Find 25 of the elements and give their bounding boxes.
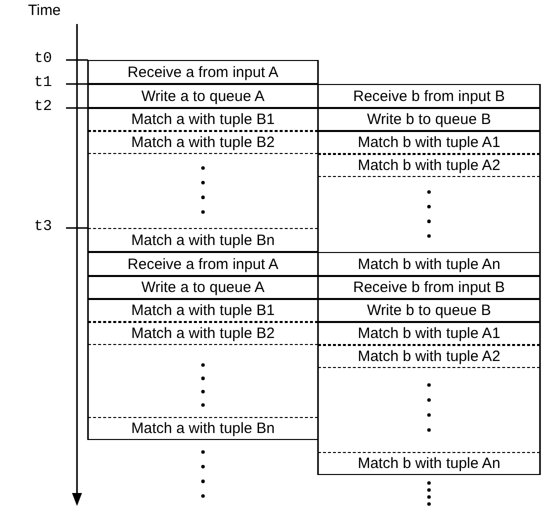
- process-step-box: Match b with tuple An: [318, 452, 540, 475]
- time-label: t3: [34, 218, 52, 235]
- process-step-box: Receive b from input B: [318, 276, 540, 299]
- process-step-box: Match b with tuple A1: [318, 131, 540, 154]
- process-step-box: Match b with tuple An: [318, 252, 540, 276]
- process-step-box: Receive a from input A: [88, 252, 318, 276]
- process-step-box: Match a with tuple B1: [88, 108, 318, 131]
- time-label: t2: [34, 98, 52, 115]
- process-step-box: Match b with tuple A2: [318, 154, 540, 177]
- axis-title: Time: [28, 2, 61, 19]
- time-label: t1: [34, 74, 52, 91]
- process-step-box: Write b to queue B: [318, 299, 540, 322]
- time-label: t0: [34, 50, 52, 67]
- process-step-box: Write b to queue B: [318, 108, 540, 131]
- process-step-box: Write a to queue A: [88, 276, 318, 299]
- process-step-box: Match a with tuple B2: [88, 322, 318, 345]
- process-step-box: Match b with tuple A2: [318, 345, 540, 368]
- process-step-box: Write a to queue A: [88, 84, 318, 108]
- process-step-box: Match a with tuple Bn: [88, 228, 318, 252]
- process-step-box: Match b with tuple A1: [318, 322, 540, 345]
- process-step-box: Match a with tuple B2: [88, 131, 318, 154]
- process-step-box: Match a with tuple B1: [88, 299, 318, 322]
- process-step-box: Receive a from input A: [88, 60, 318, 84]
- process-step-box: Receive b from input B: [318, 84, 540, 108]
- process-step-box: Match a with tuple Bn: [88, 417, 318, 440]
